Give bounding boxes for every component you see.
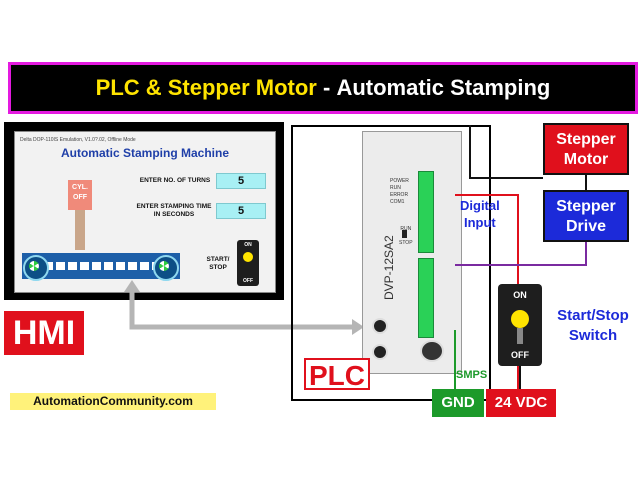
ss-label-line2: Switch xyxy=(568,327,618,344)
start-stop-line2: STOP xyxy=(209,264,227,271)
start-stop-label: START/ STOP xyxy=(196,256,240,272)
stepper-drive-box: Stepper Drive xyxy=(543,190,629,242)
hmi-plc-arrow xyxy=(124,280,364,335)
run-label: RUN xyxy=(400,226,412,232)
title-part2: Automatic Stamping xyxy=(336,75,551,100)
hmi-screen-title: Automatic Stamping Machine xyxy=(60,146,230,160)
switch-on-label: ON xyxy=(513,290,527,300)
vdc-terminal: 24 VDC xyxy=(486,389,556,417)
stamping-label-line1: ENTER STAMPING TIME xyxy=(136,203,212,210)
status-led-run: RUN xyxy=(390,185,401,191)
digital-input-line2: Input xyxy=(463,215,496,230)
plc-body xyxy=(362,131,462,374)
conveyor-belt xyxy=(22,253,180,281)
switch-knob-icon xyxy=(511,310,529,328)
title-banner: PLC & Stepper Motor - Automatic Stamping xyxy=(8,62,638,114)
cylinder-line1: CYL. xyxy=(72,184,88,191)
roller-icon xyxy=(153,255,179,281)
stepper-motor-box: Stepper Motor xyxy=(543,123,629,175)
cylinder-rod xyxy=(75,210,85,250)
terminal-block-bottom xyxy=(418,258,434,338)
hmi-label: HMI xyxy=(4,311,84,355)
hmi-start-stop-toggle[interactable]: ON OFF xyxy=(237,240,259,286)
title-separator: - xyxy=(316,75,337,100)
hmi-toggle-on: ON xyxy=(244,242,252,248)
port-icon xyxy=(372,318,388,334)
digital-input-line1: Digital xyxy=(460,198,500,213)
cylinder-indicator: CYL. OFF xyxy=(68,180,92,210)
run-stop-lever xyxy=(402,230,407,238)
turns-label: ENTER NO. OF TURNS xyxy=(139,177,211,184)
ss-label-line1: Start/Stop xyxy=(557,307,629,324)
cylinder-line2: OFF xyxy=(73,194,87,201)
run-stop-switch: RUN STOP xyxy=(399,222,413,250)
stepper-drive-line2: Drive xyxy=(565,218,607,235)
plc-label: PLC xyxy=(304,358,370,391)
stamping-time-input[interactable]: 5 xyxy=(216,203,266,219)
stepper-drive-line1: Stepper xyxy=(556,198,616,215)
roller-icon xyxy=(23,255,49,281)
gnd-terminal: GND xyxy=(432,389,484,417)
port-icon xyxy=(372,344,388,360)
stop-label: STOP xyxy=(399,240,413,246)
stepper-motor-line2: Motor xyxy=(563,151,609,168)
turns-input[interactable]: 5 xyxy=(216,173,266,189)
belt-links xyxy=(44,262,158,270)
toggle-knob-icon xyxy=(243,252,253,262)
hmi-toggle-off: OFF xyxy=(243,278,253,284)
stamping-time-label: ENTER STAMPING TIME IN SECONDS xyxy=(118,203,230,219)
stamping-label-line2: IN SECONDS xyxy=(153,211,195,218)
terminal-block-top xyxy=(418,171,434,253)
status-led-list: POWER RUN ERROR COM1 xyxy=(390,178,409,206)
start-stop-switch[interactable]: ON OFF xyxy=(498,284,542,366)
switch-off-label: OFF xyxy=(511,350,529,360)
plc-wiring-frame xyxy=(291,125,491,401)
website-label: AutomationCommunity.com xyxy=(10,393,216,410)
switch-lever xyxy=(517,328,523,344)
start-stop-line1: START/ xyxy=(206,256,230,263)
start-stop-switch-label: Start/Stop Switch xyxy=(547,306,639,346)
hmi-window-caption: Delta DOP-110IS Emulation, V1.0?.02, Off… xyxy=(20,137,136,143)
smps-label: SMPS xyxy=(456,369,488,381)
title-part1: PLC & Stepper Motor xyxy=(95,75,317,100)
status-led-error: ERROR xyxy=(390,192,409,198)
status-led-com1: COM1 xyxy=(390,199,405,205)
stepper-motor-line1: Stepper xyxy=(556,131,616,148)
status-led-power: POWER xyxy=(390,178,409,184)
com-port-icon xyxy=(420,340,444,362)
digital-input-label: Digital Input xyxy=(460,197,500,231)
